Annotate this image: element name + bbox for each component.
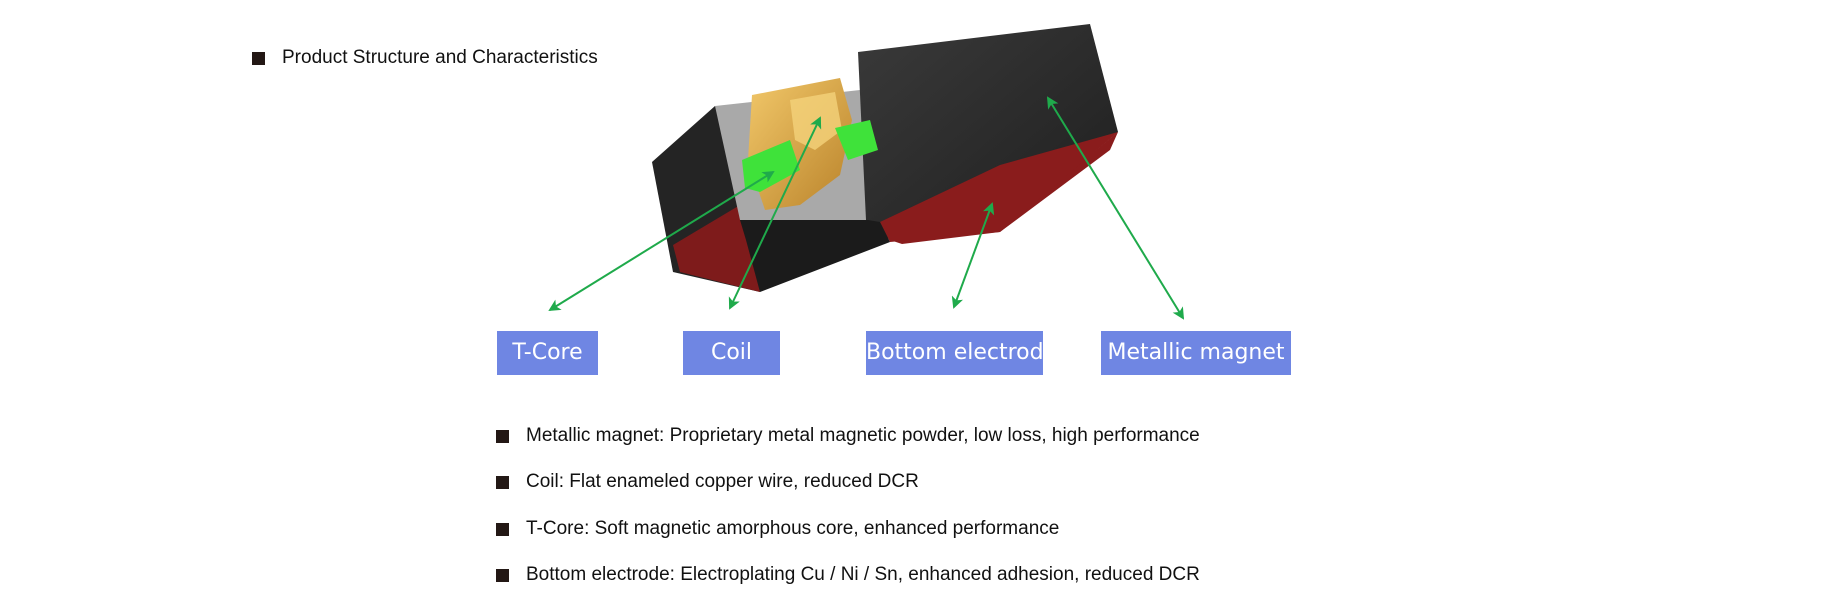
bottom-electrode-arrow <box>951 202 995 309</box>
label-coil: Coil <box>683 331 780 375</box>
label-bottom-electrode: Bottom electrode <box>866 331 1057 375</box>
label-metallic-magnet: Metallic magnet <box>1101 331 1291 375</box>
label-t-core: T-Core <box>497 331 598 375</box>
feature-coil: Coil: Flat enameled copper wire, reduced… <box>526 471 919 492</box>
callout-arrows <box>548 96 1185 320</box>
feature-t-core: T-Core: Soft magnetic amorphous core, en… <box>526 518 1060 539</box>
feature-bullet <box>496 476 509 489</box>
metallic-magnet-arrow <box>1046 96 1185 320</box>
feature-metallic-magnet: Metallic magnet: Proprietary metal magne… <box>526 425 1200 446</box>
metallic-magnet-body <box>858 24 1118 240</box>
feature-bottom-electrode: Bottom electrode: Electroplating Cu / Ni… <box>526 564 1200 585</box>
feature-bullet <box>496 430 509 443</box>
feature-bullet <box>496 523 509 536</box>
feature-bullet <box>496 569 509 582</box>
inductor-component <box>652 24 1118 292</box>
page-title: Product Structure and Characteristics <box>282 47 598 68</box>
coil-arrow <box>728 116 822 310</box>
heading-bullet <box>252 52 265 65</box>
